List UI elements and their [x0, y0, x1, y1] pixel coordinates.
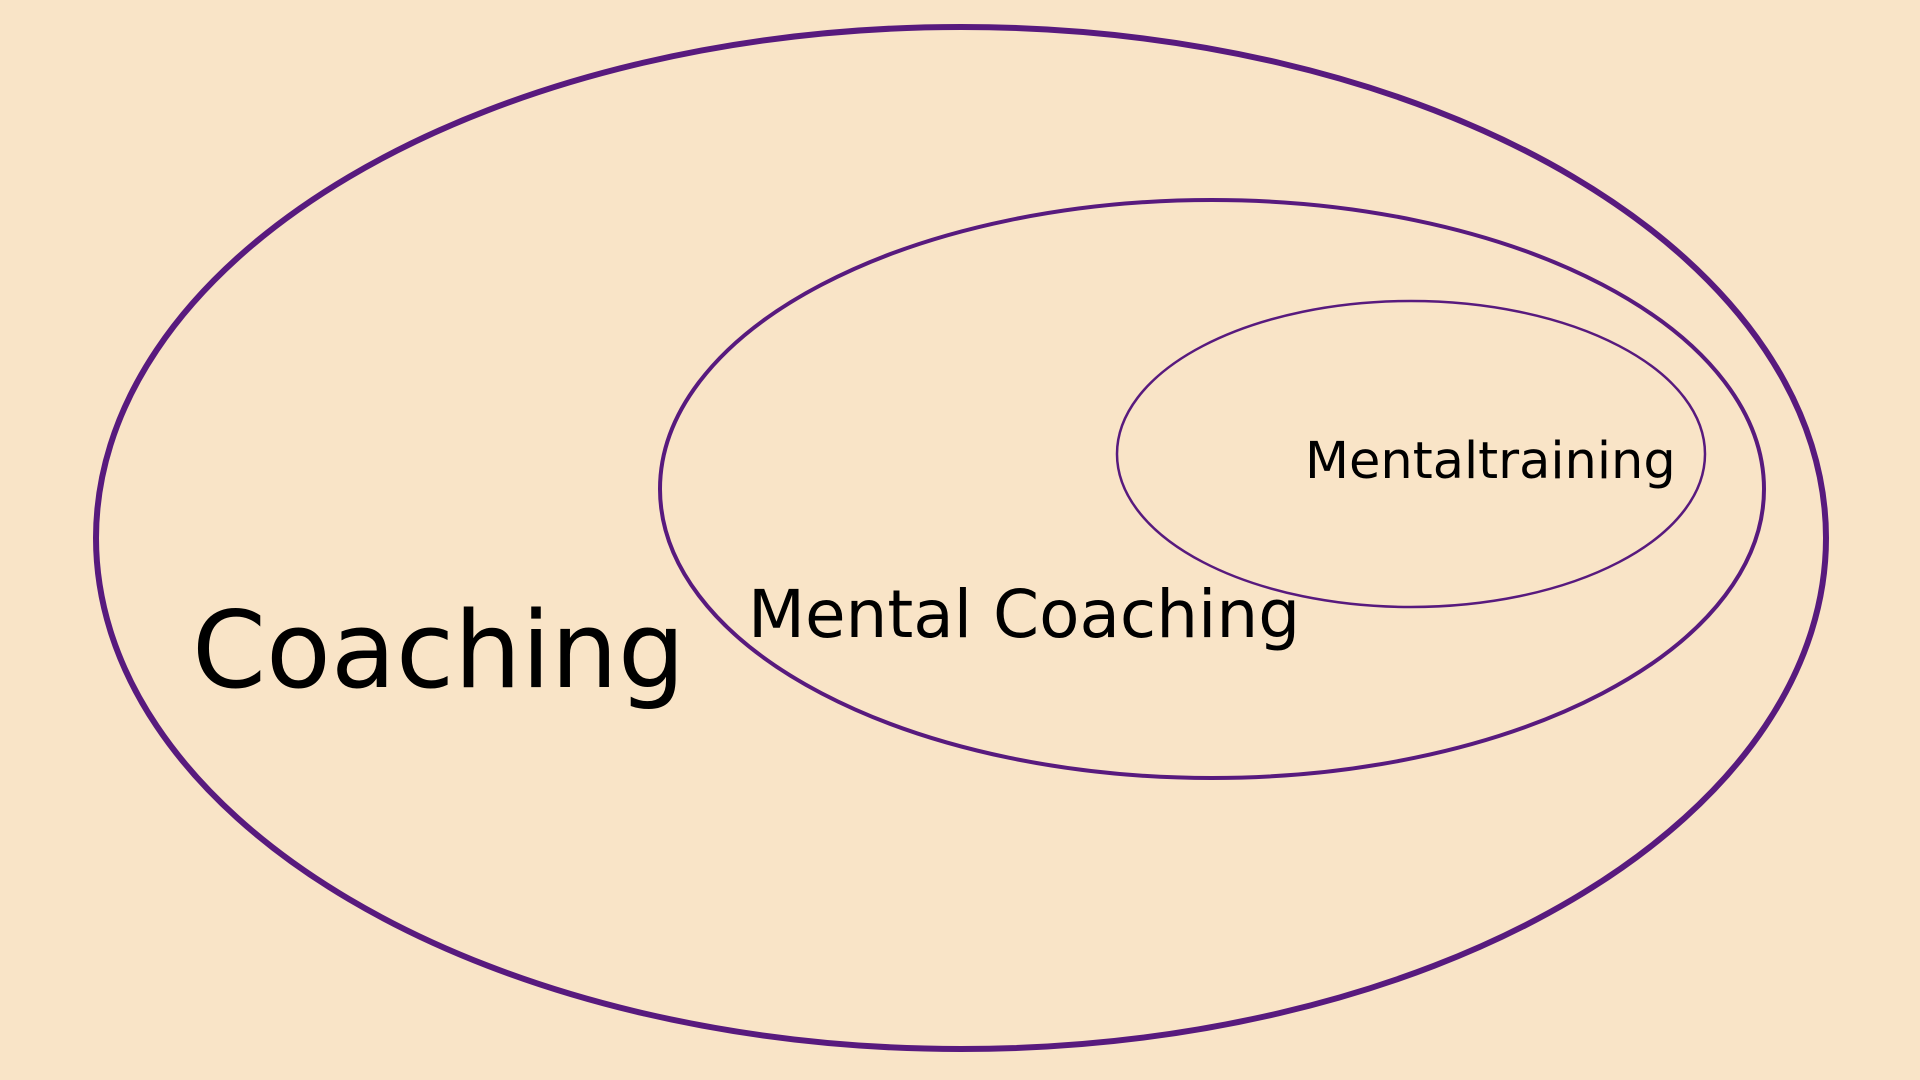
mentaltraining-ellipse: [1115, 299, 1707, 609]
coaching-label: Coaching: [192, 589, 686, 712]
mental-coaching-label: Mental Coaching: [748, 576, 1301, 653]
mental-coaching-ellipse: [658, 198, 1766, 780]
coaching-ellipse: [93, 24, 1829, 1052]
mentaltraining-label: Mentaltraining: [1305, 432, 1676, 491]
